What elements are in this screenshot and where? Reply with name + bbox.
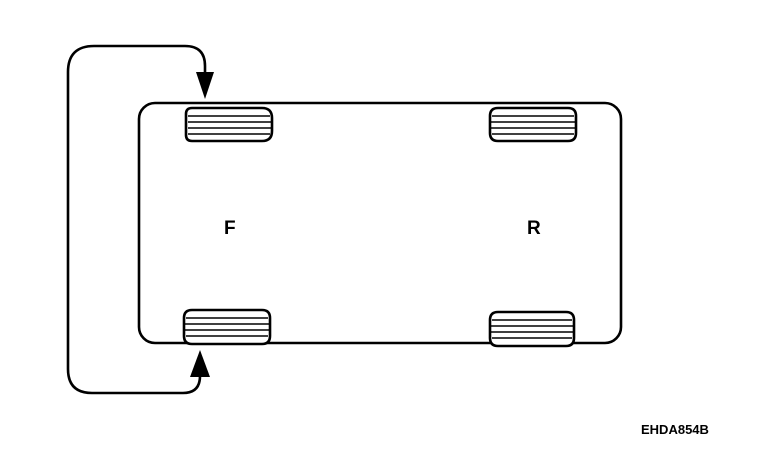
arrowhead-up-icon xyxy=(190,350,210,377)
rear-label: R xyxy=(527,218,541,239)
vehicle-body xyxy=(137,101,623,345)
tire-rear-left xyxy=(488,106,578,143)
front-label: F xyxy=(224,218,236,239)
tire-rear-right xyxy=(488,310,576,348)
tire-front-right xyxy=(182,308,272,346)
arrowhead-down-icon xyxy=(196,72,214,99)
rotation-arrow-path xyxy=(66,44,207,395)
figure-code: EHDA854B xyxy=(641,422,709,437)
tire-front-left xyxy=(184,106,274,143)
